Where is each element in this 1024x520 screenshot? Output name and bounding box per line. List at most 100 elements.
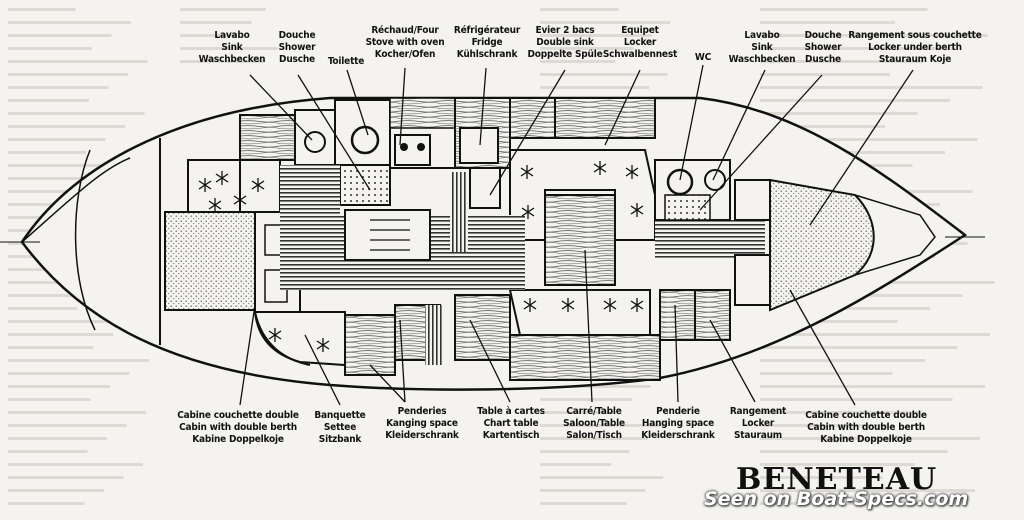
label-toilette: Toilette (327, 56, 365, 67)
faded-text-line (540, 437, 648, 440)
faded-text-line (760, 502, 943, 505)
faded-text-line (760, 424, 888, 427)
faded-text-line (760, 60, 923, 63)
faded-text-line (8, 138, 106, 141)
cushion-star (198, 180, 212, 190)
faded-text-line (8, 34, 112, 37)
faded-text-line (8, 125, 125, 128)
faded-text-line (540, 476, 664, 479)
cushion-star (520, 167, 534, 177)
cushion-stars (198, 161, 644, 352)
faded-text-line (760, 86, 983, 89)
faded-text-line (8, 164, 142, 167)
leader-lines (239, 64, 914, 406)
faded-text-line (760, 21, 895, 24)
faded-text-line (8, 8, 76, 11)
chart-table (454, 294, 511, 361)
faded-text-line (540, 21, 671, 24)
faded-text-line (8, 60, 148, 63)
sink-fwd (704, 169, 726, 191)
faded-text-line (8, 99, 89, 102)
faded-text-line (760, 47, 955, 50)
cushion-star (603, 300, 617, 310)
faded-text-line (760, 333, 990, 336)
cushion-star (523, 300, 537, 310)
faded-text-line (8, 190, 103, 193)
faded-text-line (760, 437, 980, 440)
cushion-star (625, 167, 639, 177)
faded-text-line (8, 112, 145, 115)
faded-text-line (540, 86, 650, 89)
companionway-steps (344, 209, 431, 261)
faded-text-line (760, 476, 883, 479)
faded-text-line (8, 411, 146, 414)
faded-text-line (180, 60, 264, 63)
faded-text-line (8, 476, 124, 479)
faded-text-line (760, 73, 890, 76)
faded-text-line (8, 424, 127, 427)
faded-text-line (540, 385, 651, 388)
faded-text-line (180, 34, 238, 37)
cushion-star (630, 300, 644, 310)
faded-text-line (540, 47, 634, 50)
faded-text-line (760, 463, 915, 466)
faded-text-line (8, 47, 92, 50)
faded-text-line (8, 307, 77, 310)
faded-text-line (8, 398, 91, 401)
faded-text-line (8, 73, 128, 76)
faded-text-line (8, 346, 94, 349)
cushion-star (268, 330, 282, 340)
label-wc: WC (694, 52, 712, 63)
cushion-star (521, 207, 535, 217)
faded-text-line (760, 398, 953, 401)
faded-text-line (8, 86, 109, 89)
faded-text-line (540, 398, 633, 401)
faded-text-line (760, 320, 898, 323)
cushion-star (561, 300, 575, 310)
faded-text-line (8, 151, 86, 154)
faded-text-line (8, 294, 97, 297)
faded-text-line (760, 112, 918, 115)
faded-text-line (760, 99, 950, 102)
faded-text-line (8, 372, 130, 375)
cushion-star (233, 195, 247, 205)
cushion-star (630, 205, 644, 215)
faded-text-line (760, 34, 988, 37)
faded-text-line (760, 372, 893, 375)
faded-text-line (760, 411, 920, 414)
faded-text-line (540, 60, 616, 63)
faded-text-line (760, 489, 975, 492)
faded-text-line (8, 489, 104, 492)
faded-text-line (8, 21, 131, 24)
faded-text-line (8, 385, 110, 388)
faded-text-line (540, 450, 630, 453)
faded-text-line (180, 47, 278, 50)
faded-text-line (8, 450, 88, 453)
faded-text-line (8, 359, 149, 362)
faded-text-line (540, 502, 627, 505)
watermark: Seen on Boat-Specs.com (704, 488, 969, 510)
faded-text-line (760, 125, 885, 128)
faded-text-line (540, 463, 612, 466)
faded-text-line (540, 489, 645, 492)
faded-text-line (8, 320, 133, 323)
cushion-star (208, 200, 222, 210)
fridge (459, 127, 499, 164)
faded-text-line (180, 8, 266, 11)
cushion-star (316, 340, 330, 350)
faded-text-line (760, 8, 928, 11)
